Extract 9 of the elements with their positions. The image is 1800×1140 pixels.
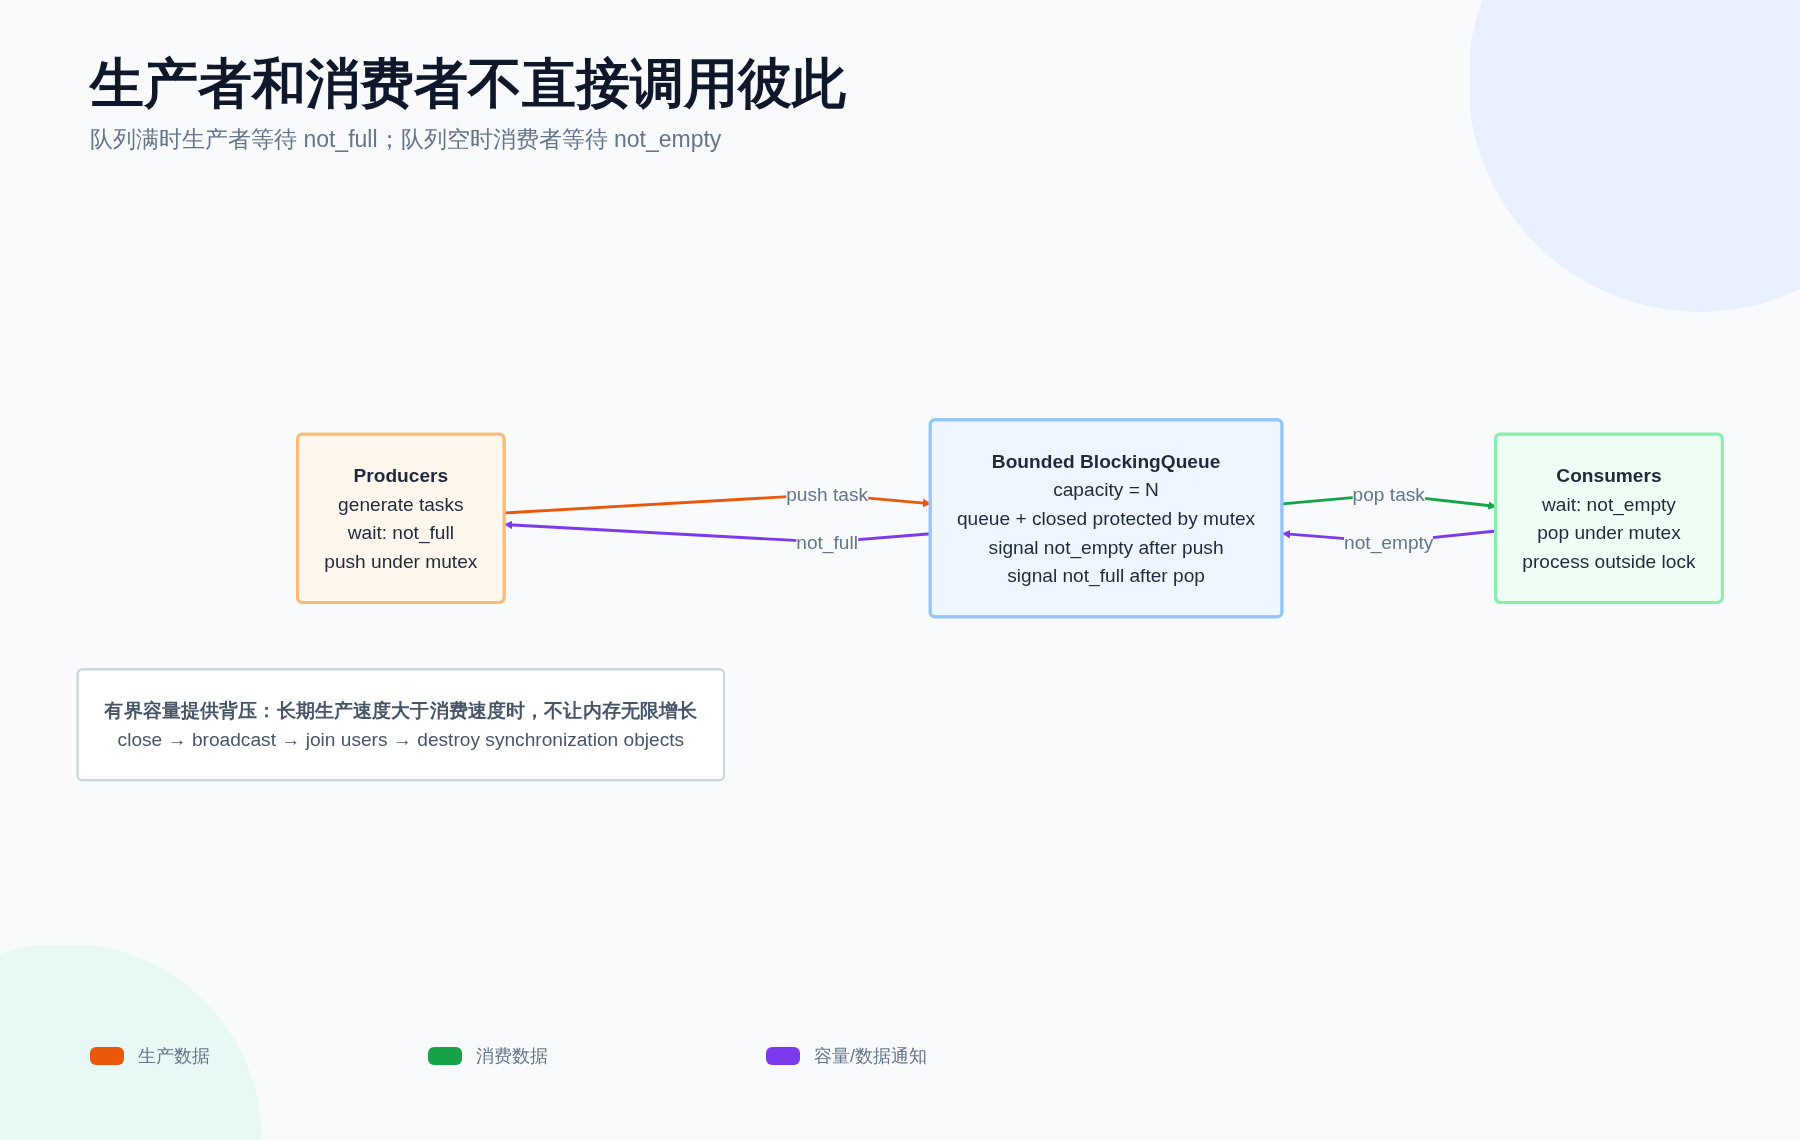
legend-label: 生产数据 bbox=[138, 1045, 210, 1068]
subtitle: 队列满时生产者等待 not_full；队列空时消费者等待 not_empty bbox=[90, 125, 722, 154]
edge-label: push task bbox=[786, 483, 869, 505]
edge-label: not_empty bbox=[1344, 531, 1434, 553]
legend-label: 消费数据 bbox=[476, 1045, 548, 1068]
title: 生产者和消费者不直接调用彼此 bbox=[90, 52, 846, 115]
edge-label: not_full bbox=[796, 531, 858, 553]
legend-label: 容量/数据通知 bbox=[814, 1045, 927, 1068]
edge-label: pop task bbox=[1352, 483, 1425, 505]
